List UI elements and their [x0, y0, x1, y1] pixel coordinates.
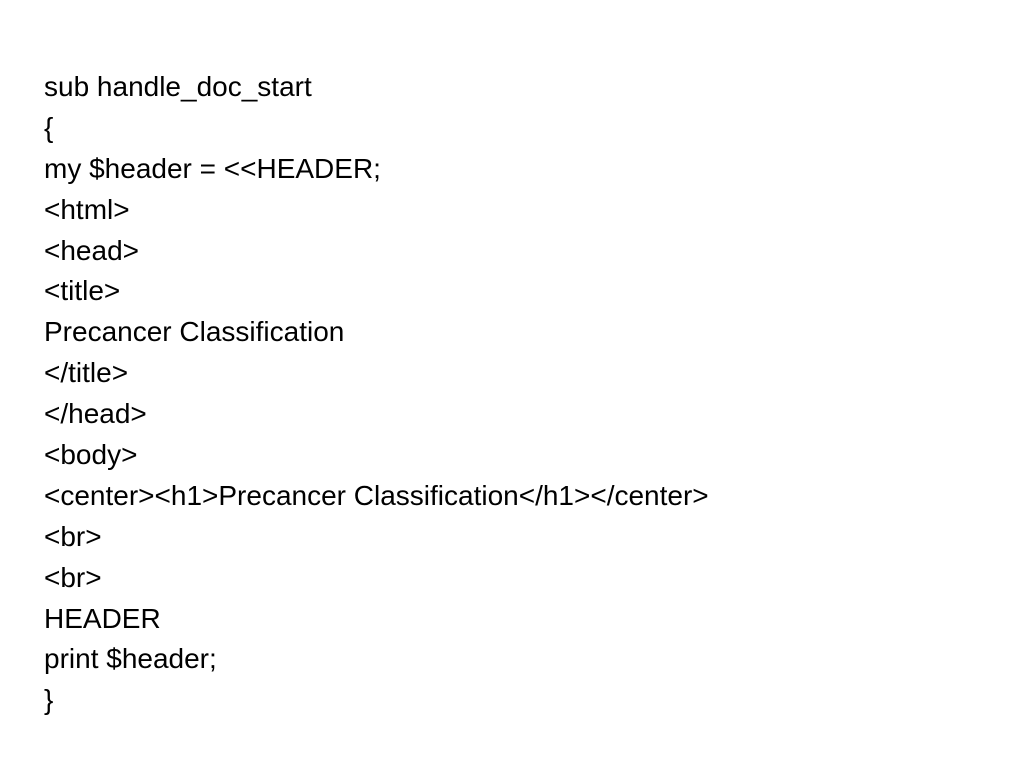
code-line-14: HEADER	[44, 602, 161, 634]
code-line-6: <title>	[44, 275, 121, 307]
code-line-16: }	[44, 684, 54, 716]
code-line-8: </title>	[44, 357, 129, 389]
code-line-12: <br>	[44, 520, 102, 552]
code-line-4: <html>	[44, 193, 130, 225]
code-line-10: <body>	[44, 439, 138, 471]
code-listing: sub handle_doc_start { my $header = <<HE…	[44, 67, 709, 721]
code-line-9: </head>	[44, 398, 147, 430]
code-line-15: print $header;	[44, 643, 217, 675]
code-line-5: <head>	[44, 234, 139, 266]
code-line-11: <center><h1>Precancer Classification</h1…	[44, 479, 709, 511]
code-line-2: {	[44, 111, 54, 143]
code-line-13: <br>	[44, 561, 102, 593]
code-line-7: Precancer Classification	[44, 316, 345, 348]
code-line-1: sub handle_doc_start	[44, 71, 312, 102]
code-line-3: my $header = <<HEADER;	[44, 152, 381, 184]
